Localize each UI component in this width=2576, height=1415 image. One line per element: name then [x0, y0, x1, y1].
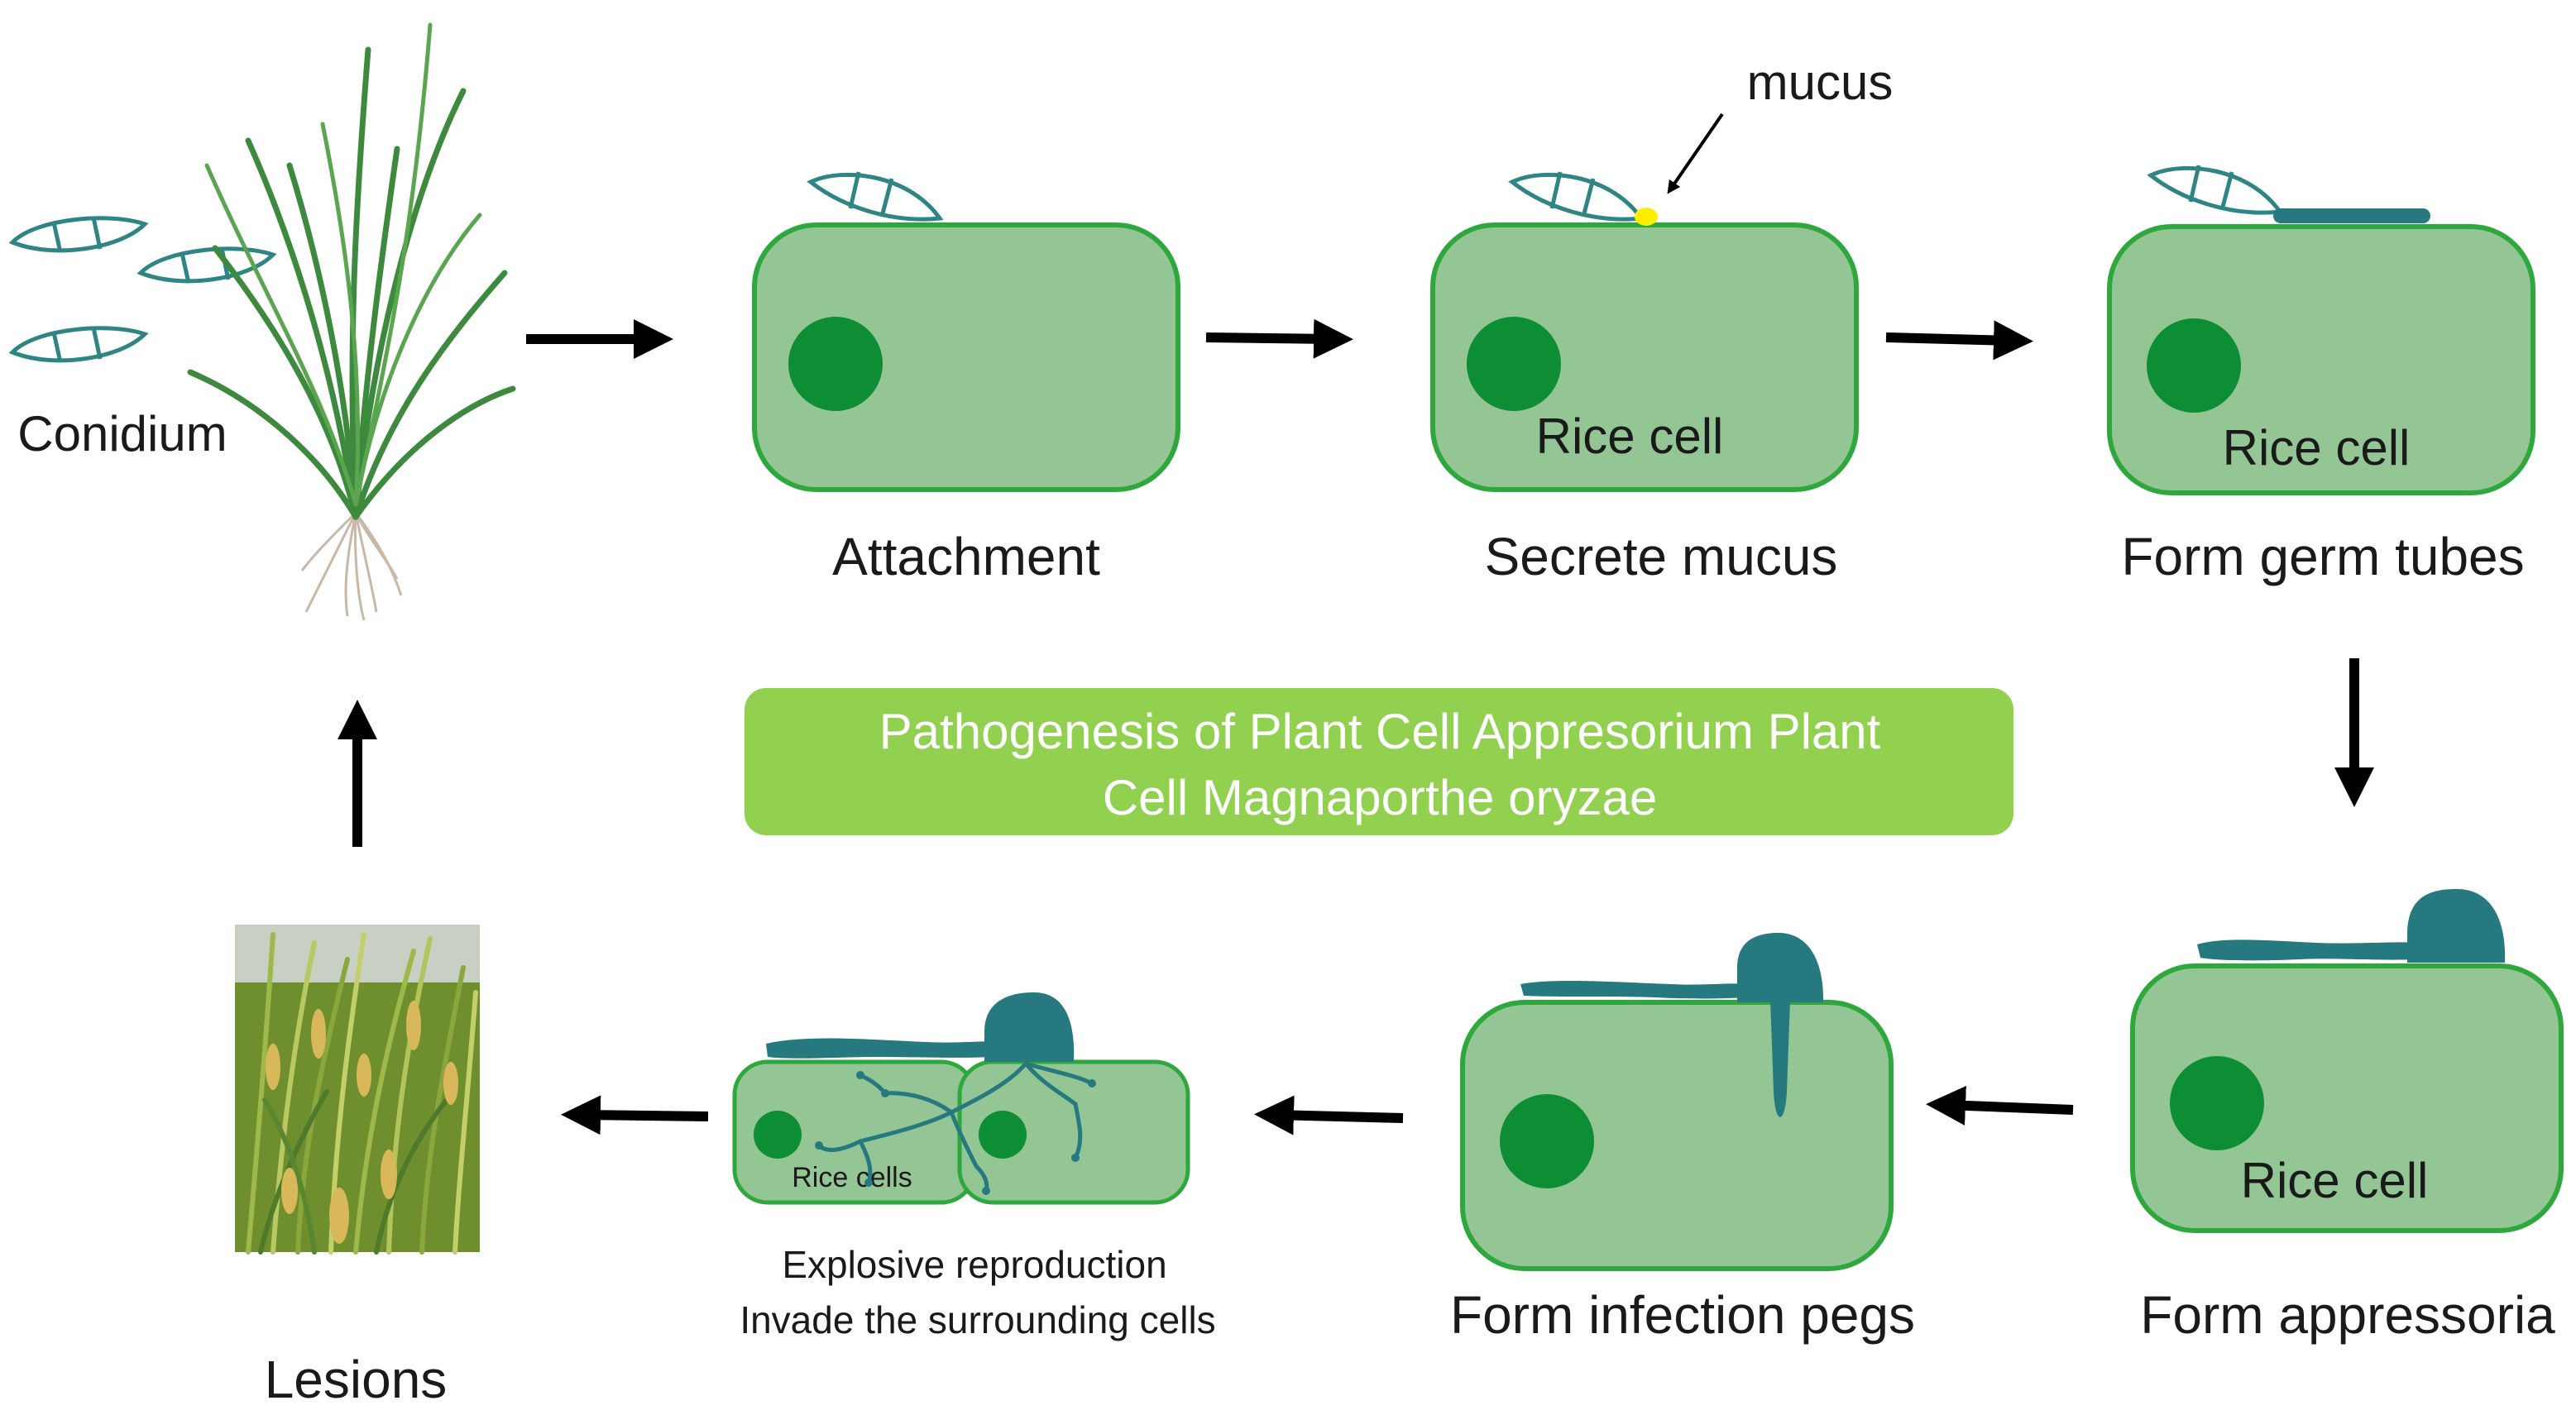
rice-plant-icon [187, 22, 516, 621]
arrow-attachment-to-mucus [1205, 318, 1353, 359]
mucus-pointer-arrow [1667, 112, 1724, 194]
cell-form-infection-pegs [1460, 1000, 1894, 1271]
secrete-mucus-label: Secrete mucus [1485, 527, 1838, 586]
conidia-group [8, 216, 277, 363]
flow-arrows [338, 318, 2374, 1135]
form-germ-tubes-label: Form germ tubes [2121, 527, 2524, 586]
form-appressoria-label: Form appressoria [2140, 1285, 2555, 1345]
conidium-spore [8, 216, 149, 253]
mucus-label: mucus [1747, 55, 1894, 110]
cell-form-appressoria: Rice cell [2130, 963, 2564, 1233]
arrow-mucus-to-germ [1885, 320, 2033, 361]
cell-secrete-mucus: Rice cell [1430, 222, 1859, 492]
mucus-droplet [1635, 208, 1658, 226]
mucus-conidium [1508, 171, 1645, 222]
lesions-photo [235, 925, 480, 1255]
invade-cells-label: Invade the surrounding cells [740, 1298, 1215, 1341]
cell-attachment [752, 222, 1180, 492]
lesions-label: Lesions [265, 1350, 448, 1409]
attached-conidium [807, 171, 944, 222]
rice-cells-label: Rice cells [792, 1162, 912, 1193]
arrow-pegs-to-explosive [1254, 1095, 1404, 1135]
explosive-fungus [766, 992, 1096, 1195]
cells-explosive-reproduction: Rice cells [732, 1059, 1190, 1205]
appressorium-fungus [2197, 889, 2506, 963]
germ-conidium [2147, 165, 2284, 215]
infection-peg-fungus [1520, 933, 1824, 1117]
rice-cell-label: Rice cell [1536, 409, 1724, 464]
germ-tube [2273, 208, 2430, 223]
arrow-explosive-to-lesions [561, 1095, 709, 1135]
cell-form-germ-tubes: Rice cell [2107, 224, 2535, 495]
title-line-2: Cell Magnaporthe oryzae [1103, 770, 1657, 825]
explosive-reproduction-label: Explosive reproduction [782, 1243, 1166, 1286]
conidium-spore [8, 326, 149, 363]
arrow-appressoria-to-pegs [1926, 1085, 2074, 1126]
rice-cell-label: Rice cell [2223, 420, 2411, 476]
title-box [745, 688, 2013, 835]
title-line-1: Pathogenesis of Plant Cell Appresorium P… [879, 704, 1881, 759]
conidium-label: Conidium [17, 406, 227, 461]
attachment-label: Attachment [832, 527, 1100, 586]
form-infection-pegs-label: Form infection pegs [1450, 1285, 1915, 1345]
rice-cell-label: Rice cell [2241, 1153, 2429, 1208]
